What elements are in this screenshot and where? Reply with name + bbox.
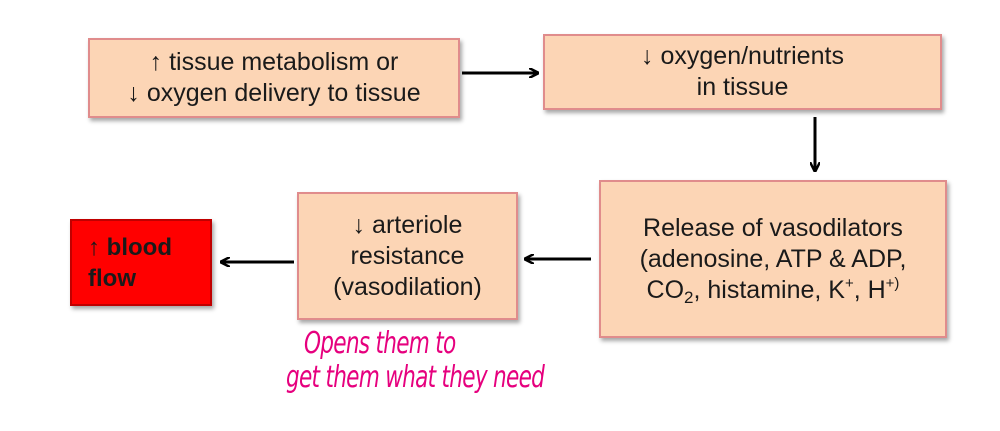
- vasodilators-line2: (adenosine, ATP & ADP,: [639, 244, 907, 273]
- h-superscript: +): [885, 274, 900, 292]
- vasodilators-box: Release of vasodilators (adenosine, ATP …: [599, 180, 947, 338]
- blood-flow-box: ↑ blood flow: [70, 219, 212, 306]
- histamine-text: , histamine, K: [693, 275, 845, 304]
- k-superscript: +: [844, 274, 854, 292]
- vasodilators-line3: CO2, histamine, K+, H+): [640, 275, 907, 306]
- oxygen-nutrients-line1: ↓ oxygen/nutrients: [641, 42, 844, 70]
- blood-flow-line2: flow: [88, 264, 136, 292]
- handwritten-note-line2: get them what they need: [286, 360, 545, 395]
- tissue-metabolism-box: ↑ tissue metabolism or ↓ oxygen delivery…: [88, 38, 460, 118]
- h-text: , H: [853, 275, 886, 304]
- arteriole-resistance-line2: resistance: [350, 241, 465, 270]
- vasodilators-line1: Release of vasodilators: [643, 213, 903, 242]
- oxygen-nutrients-box: ↓ oxygen/nutrients in tissue: [543, 34, 942, 110]
- tissue-metabolism-line1: ↑ tissue metabolism or: [149, 48, 399, 76]
- co2-subscript: 2: [684, 287, 694, 307]
- arteriole-resistance-line3: (vasodilation): [333, 272, 482, 301]
- arteriole-resistance-line1: ↓ arteriole: [352, 210, 463, 239]
- arteriole-resistance-box: ↓ arteriole resistance (vasodilation): [297, 192, 518, 320]
- oxygen-nutrients-line2: in tissue: [696, 73, 789, 101]
- blood-flow-line1: ↑ blood: [88, 233, 172, 261]
- co2-text: CO: [646, 275, 685, 304]
- tissue-metabolism-line2: ↓ oxygen delivery to tissue: [127, 79, 421, 107]
- handwritten-note-line1: Opens them to: [304, 326, 456, 361]
